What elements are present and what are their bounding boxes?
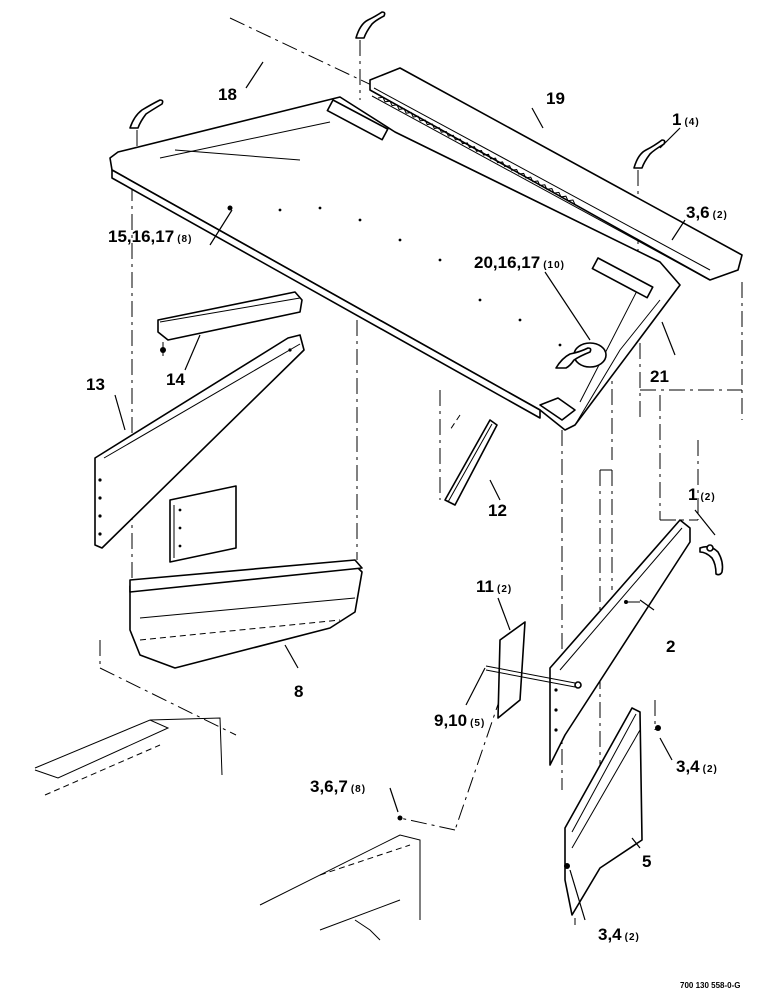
part-21-top-panel <box>109 96 681 431</box>
callout-3-4-lower: 3,4(2) <box>598 925 640 944</box>
callout-1-qty2: 1(2) <box>688 485 716 504</box>
callout-8: 8 <box>294 682 303 701</box>
part-9-10-bolts <box>485 665 582 689</box>
callout-13: 13 <box>86 375 105 394</box>
callout-5: 5 <box>642 852 651 871</box>
callout-3-4-upper: 3,4(2) <box>676 757 718 776</box>
callout-11: 11(2) <box>476 577 512 596</box>
callout-1-qty4: 1(4) <box>672 110 700 129</box>
callout-9-10: 9,10(5) <box>434 711 485 730</box>
callout-labels: 18 19 1(4) 3,6(2) 15,16,17(8) 20,16,17(1… <box>86 85 741 990</box>
callout-19: 19 <box>546 89 565 108</box>
drawing-number: 700 130 558-0-G <box>680 981 741 990</box>
callout-2: 2 <box>666 637 675 656</box>
part-19-serrated-strip <box>369 67 743 281</box>
part-2-side-shield <box>549 519 691 766</box>
leader-lines <box>114 61 716 921</box>
callout-3-6: 3,6(2) <box>686 203 728 222</box>
callout-3-6-7: 3,6,7(8) <box>310 777 366 796</box>
part-14-angle-bracket <box>157 291 303 356</box>
part-12-bracket <box>444 419 498 506</box>
callout-14: 14 <box>166 370 185 389</box>
part-1-latches <box>129 11 666 369</box>
part-5-lower-shield <box>564 707 661 916</box>
machine-frame <box>34 717 576 941</box>
callout-12: 12 <box>488 501 507 520</box>
callout-21: 21 <box>650 367 669 386</box>
part-13-side-shield <box>94 334 305 549</box>
mount-plate <box>169 485 237 563</box>
callout-20-16-17: 20,16,17(10) <box>474 253 565 272</box>
part-11-plate <box>497 621 526 719</box>
part-1-side-latch <box>699 544 724 576</box>
callout-18: 18 <box>218 85 237 104</box>
callout-15-16-17: 15,16,17(8) <box>108 227 192 246</box>
part-8-lower-shield <box>129 559 363 669</box>
